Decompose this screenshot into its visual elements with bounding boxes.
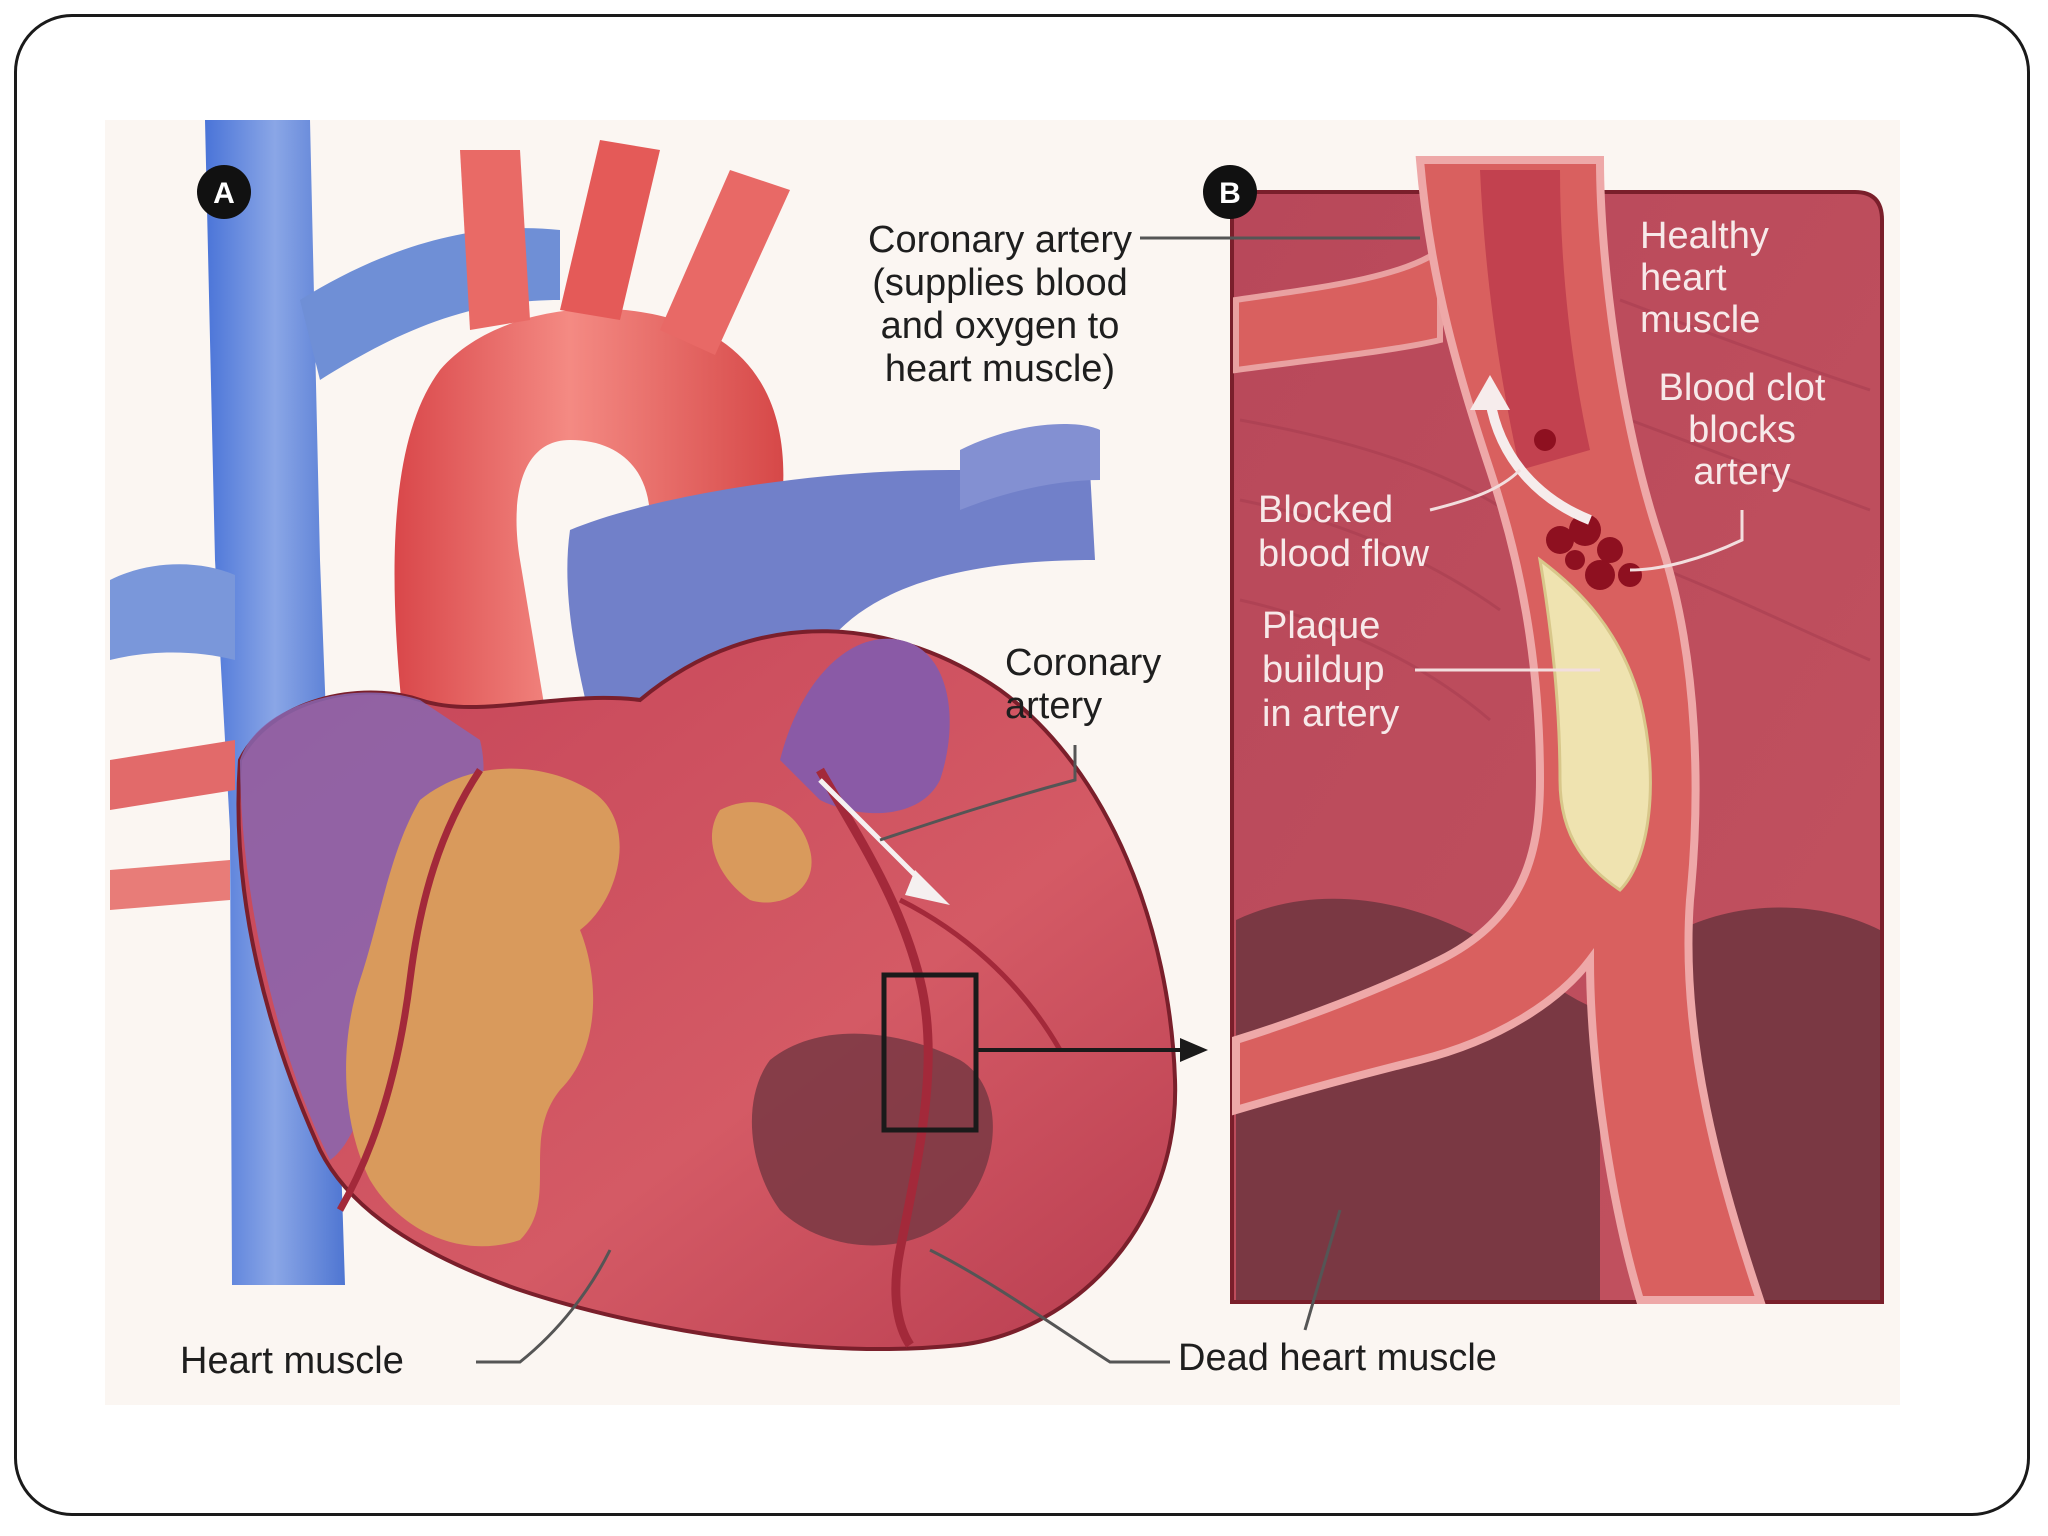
label-coronary-artery-top-line3: and oxygen to [881,305,1120,347]
panel-a-badge: A [197,165,251,219]
coronary-artery-main [816,767,933,1348]
label-blocked-line1: Blocked [1258,489,1393,531]
blood-flow-arrow-head [905,870,950,905]
panel-b-badge: B [1203,165,1257,219]
blocked-flow-arrow-head [1470,375,1510,410]
aortic-branch-3 [660,170,790,355]
label-plaque-line2: buildup [1262,649,1385,691]
blood-flow-arrow [818,778,932,892]
label-coronary-artery-top-line4: heart muscle) [885,348,1115,390]
panel-b-badge-text: B [1219,177,1241,210]
closeup-artery-lumen [1480,170,1590,470]
label-coronary-artery-mid-line2: artery [1005,685,1102,727]
aortic-branch-1 [460,150,530,330]
label-coronary-artery-top-line2: (supplies blood [872,262,1128,304]
blood-clot [1546,514,1642,590]
label-clot-line2: blocks [1688,409,1796,451]
coronary-artery-twig [898,897,1063,1052]
left-vein-branch [110,564,235,660]
label-clot-line3: artery [1693,451,1790,493]
coronary-artery-branch [336,768,483,1212]
epicardial-fat-center [711,802,812,903]
blocked-flow-arrow [1485,399,1592,525]
label-healthy-line3: muscle [1640,299,1760,341]
pulmonary-branch-right [960,424,1100,510]
label-coronary-artery-mid-line1: Coronary [1005,642,1161,684]
label-clot-line1: Blood clot [1659,367,1826,409]
aorta [394,308,784,800]
epicardial-fat-left [346,768,620,1247]
heart-illustration [110,120,1208,1351]
label-heart-muscle: Heart muscle [180,1340,404,1382]
label-coronary-artery-top-line1: Coronary artery [868,219,1132,261]
blood-cell [1534,429,1556,451]
magnify-box [881,972,979,1133]
closeup-artery-upper-branch [1233,244,1443,374]
label-healthy-line2: heart [1640,257,1727,299]
closeup-panel [1230,156,1884,1304]
label-plaque-line3: in artery [1262,693,1399,735]
label-dead-heart-muscle: Dead heart muscle [1178,1337,1497,1379]
left-red-vessel [110,740,235,810]
aortic-branch-2 [560,140,660,320]
leader-lines-light [1415,468,1744,672]
label-healthy-line1: Healthy [1640,215,1769,257]
panel-a-badge-text: A [213,177,235,210]
magnify-arrow-head [1180,1038,1208,1062]
plaque-buildup [1537,556,1652,892]
label-blocked-line2: blood flow [1258,533,1430,575]
muscle-fibers [1239,298,1871,722]
label-plaque-line1: Plaque [1262,605,1380,647]
left-red-vessel-2 [110,860,230,910]
leader-lines [476,236,1420,1364]
dead-muscle-region [751,1033,993,1246]
